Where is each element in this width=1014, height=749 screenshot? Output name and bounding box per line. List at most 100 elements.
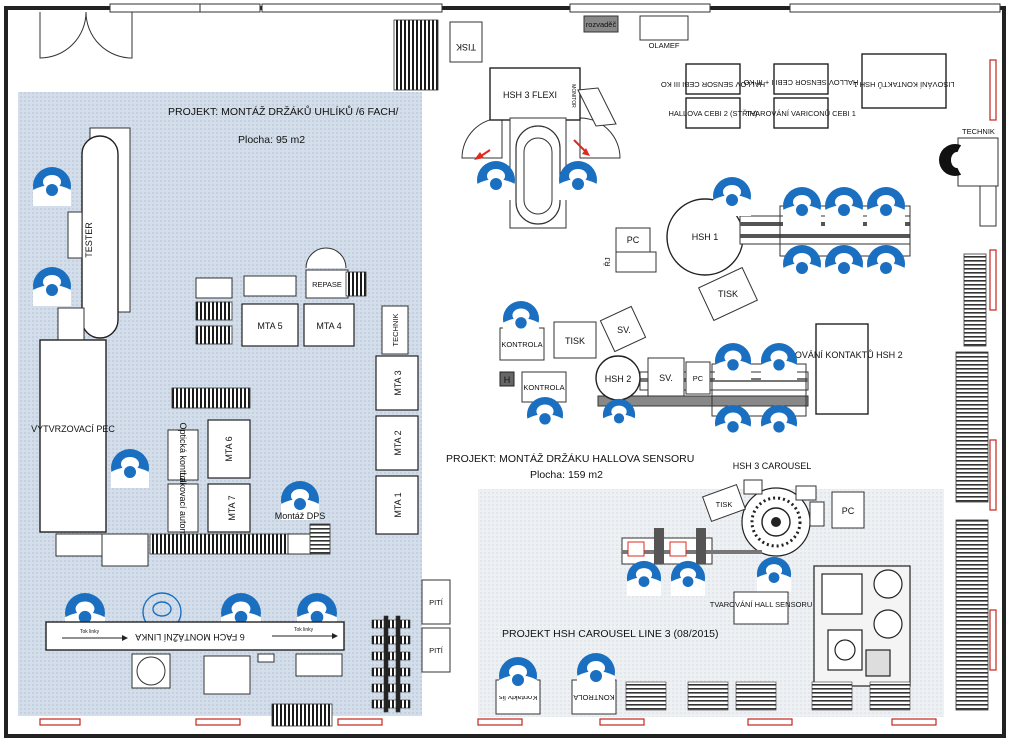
repase-table — [305, 269, 349, 299]
operator-icon — [783, 245, 821, 284]
conveyor-main-left — [149, 533, 289, 555]
tok-right-label: Tok linky — [294, 627, 314, 633]
mta3-label: MTA 3 — [393, 370, 403, 395]
repase-rack — [345, 271, 367, 297]
h-box — [499, 371, 515, 387]
tok-left-label: Tok linky — [80, 629, 100, 635]
rack-bottom — [271, 703, 333, 727]
operator-icon — [477, 161, 515, 200]
tok-arrow-right-head — [332, 633, 338, 639]
operator-icon — [577, 653, 615, 692]
mta5-label: MTA 5 — [257, 321, 282, 331]
carousel-feeder-rail — [622, 550, 762, 554]
operator-icon — [33, 167, 71, 206]
piti-2-label: PITÍ — [429, 646, 444, 655]
h-box-label: H — [504, 375, 511, 385]
operator-icon — [626, 560, 662, 596]
entrance-door — [39, 11, 133, 59]
conveyor-rack-v — [309, 523, 331, 555]
operator-icon — [714, 342, 752, 380]
operator-icon — [502, 300, 540, 338]
rj-desk — [615, 251, 657, 273]
mta-small-table-1 — [195, 277, 233, 299]
lisovani-hsh2 — [815, 323, 869, 415]
opticka-label: Optická kontrola — [178, 422, 188, 487]
tisk-2-desk — [697, 266, 759, 322]
linka-box-3 — [295, 653, 343, 677]
operator-icon — [526, 396, 564, 434]
kontakty-label: Kontakty lis — [499, 693, 538, 702]
hsh2-rail-stripe — [640, 378, 808, 382]
hsh3-flexi-station — [461, 67, 621, 229]
piti-1 — [421, 579, 451, 625]
operator-icon — [714, 404, 752, 442]
hsh3-flexi-label: HSH 3 FLEXI — [503, 90, 557, 100]
tisk-3-label: TISK — [565, 336, 585, 346]
linka-round — [136, 656, 166, 686]
lisovani-hsh1 — [861, 53, 947, 109]
hsh1-conveyor-rail — [740, 234, 910, 238]
operator-icon — [760, 342, 798, 380]
sv-1-label: SV. — [617, 325, 631, 335]
pc-3-desk — [831, 491, 865, 529]
operator-icon — [33, 267, 71, 306]
project-1-area: Plocha: 95 m2 — [238, 134, 305, 146]
hallov-sensor-cebi12-label: HALLOV SENSOR CEBI I + III KO — [743, 78, 858, 87]
sv-1-desk — [599, 305, 647, 353]
hallova-sensor-cebi3-label: HALLOV SENSOR CEBI III KO — [661, 80, 765, 89]
hallova-sensor-cebi3 — [685, 63, 741, 95]
tester-label: TESTER — [84, 222, 94, 258]
mta-rack-1 — [195, 301, 233, 321]
lisovani-hsh2-label: LISOVÁNÍ KONTAKTŮ HSH 2 — [781, 349, 902, 360]
pc-1-label: PC — [627, 235, 640, 245]
tisk-4-desk — [701, 483, 747, 523]
technik-right-label: TECHNIK — [962, 127, 995, 136]
lisovani-hsh1-label: LISOVÁNÍ KONTAKTŮ HSH 1 — [853, 80, 954, 89]
right-windows — [989, 59, 997, 671]
kontrola-1-label: KONTROLA — [501, 340, 542, 349]
top-windows — [109, 3, 1001, 13]
operator-icon-technik — [939, 144, 972, 176]
rack-right-2 — [955, 351, 989, 503]
repase-label: REPASE — [312, 280, 342, 289]
tvarovani-cebi1-label: TVAROVÁNÍ VARICONŮ CEBI 1 — [746, 109, 856, 118]
tisk-2-label: TISK — [718, 289, 738, 299]
lakovaci-label: Lakovací automat — [178, 472, 188, 544]
operator-icon — [783, 187, 821, 226]
rack-right-1 — [963, 253, 987, 347]
mta1 — [375, 475, 419, 535]
tisk-top-label: TISK — [456, 42, 476, 52]
oven-label: VYTVRZOVACÍ PEC — [31, 424, 115, 434]
kontrola-2-label: KONTROLA — [523, 383, 564, 392]
rack-top — [393, 19, 439, 91]
hsh2-conveyor — [597, 395, 809, 407]
operator-icon — [111, 449, 149, 488]
mta7-label: MTA 7 — [227, 495, 237, 520]
operator-icon — [867, 187, 905, 226]
oven-foot-2 — [101, 533, 149, 567]
pc-3-label: PC — [842, 506, 855, 516]
sv-2-label: SV. — [659, 373, 673, 383]
mta4 — [303, 303, 355, 347]
mta6-label: MTA 6 — [224, 436, 234, 461]
repase-operator-seat — [305, 247, 347, 269]
operator-icon — [670, 560, 706, 596]
project-1-title: PROJEKT: MONTÁŽ DRŽÁKŮ UHLÍKŮ /6 FACH/ — [168, 105, 399, 118]
piti-2 — [421, 627, 451, 673]
kontrola-3-label: KONTROLA — [573, 693, 614, 702]
rozvadec-label: rozvaděč — [586, 20, 617, 29]
piti-1-label: PITÍ — [429, 598, 444, 607]
oven-foot-1 — [55, 533, 103, 557]
rack-right-3 — [955, 519, 989, 711]
hsh2-tables — [711, 363, 807, 417]
hsh1-label: HSH 1 — [692, 232, 719, 242]
technik-left-desk — [381, 305, 409, 355]
linka-box-2 — [203, 655, 251, 695]
pallet-racks-left — [371, 615, 411, 713]
tok-arrow-left-head — [122, 635, 128, 641]
tisk-top — [449, 21, 483, 63]
carousel-feeders — [627, 528, 706, 564]
mta-small-table-2 — [243, 275, 297, 297]
olamef-machine — [639, 15, 689, 41]
opticka-kontrola — [167, 429, 199, 481]
